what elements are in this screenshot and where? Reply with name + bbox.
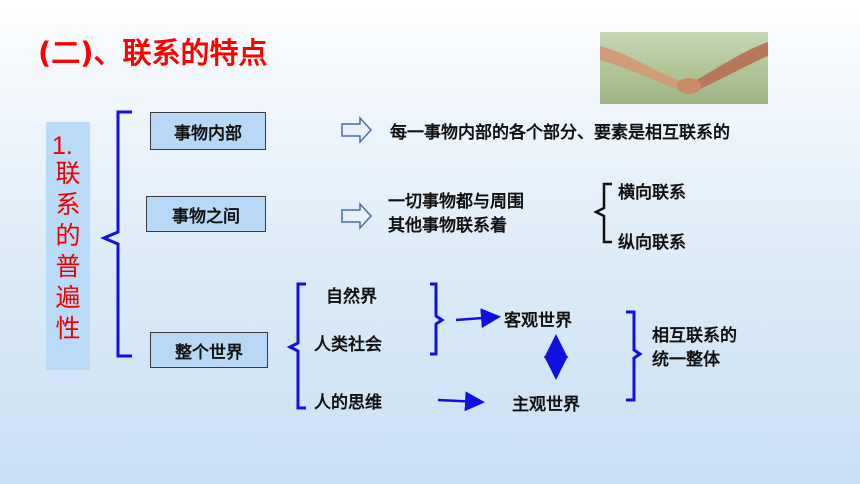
between-description-line: 其他事物联系着 xyxy=(388,216,507,236)
conclusion-text: 相互联系的 统一整体 xyxy=(652,324,737,372)
box-world: 整个世界 xyxy=(150,332,268,368)
between-description: 一切事物都与周围 其他事物联系着 xyxy=(388,190,524,238)
objective-bracket xyxy=(430,282,445,356)
branch-horizontal: 横向联系 xyxy=(618,183,686,203)
universality-char: 的 xyxy=(55,222,81,250)
conclusion-bracket xyxy=(626,310,643,402)
inside-description: 每一事物内部的各个部分、要素是相互联系的 xyxy=(390,123,730,143)
box-world-label: 整个世界 xyxy=(175,342,243,363)
universality-char: 遍 xyxy=(55,284,81,312)
box-inside: 事物内部 xyxy=(150,112,266,150)
world-item-nature: 自然界 xyxy=(326,287,377,307)
objective-world: 客观世界 xyxy=(504,311,572,331)
universality-label-box: 1. 联 系 的 普 遍 性 xyxy=(46,122,90,370)
world-item-thinking: 人的思维 xyxy=(314,393,382,413)
box-between-label: 事物之间 xyxy=(172,206,240,227)
world-items-bracket xyxy=(286,282,306,410)
branch-vertical: 纵向联系 xyxy=(618,233,686,253)
hollow-arrow-inside xyxy=(341,116,373,144)
holding-hands-icon xyxy=(600,42,768,94)
title-text: (二)、联系的特点 xyxy=(38,36,268,70)
universality-number: 1. xyxy=(52,132,73,160)
arrow-to-subjective xyxy=(437,391,485,412)
universality-char: 性 xyxy=(55,315,81,343)
arrow-to-objective xyxy=(455,308,501,329)
branch-bracket xyxy=(593,182,612,244)
world-item-society: 人类社会 xyxy=(314,335,382,355)
universality-char: 系 xyxy=(55,191,81,219)
holding-hands-photo xyxy=(600,32,768,104)
main-bracket xyxy=(100,110,132,358)
box-inside-label: 事物内部 xyxy=(174,123,242,144)
conclusion-line: 统一整体 xyxy=(652,350,720,370)
subjective-world: 主观世界 xyxy=(512,395,580,415)
box-between: 事物之间 xyxy=(146,196,266,232)
universality-char: 普 xyxy=(55,253,81,281)
universality-char: 联 xyxy=(55,160,81,188)
hollow-arrow-between xyxy=(341,202,373,230)
conclusion-line: 相互联系的 xyxy=(652,326,737,346)
between-description-line: 一切事物都与周围 xyxy=(388,192,524,212)
page-title: (二)、联系的特点 xyxy=(38,30,268,72)
